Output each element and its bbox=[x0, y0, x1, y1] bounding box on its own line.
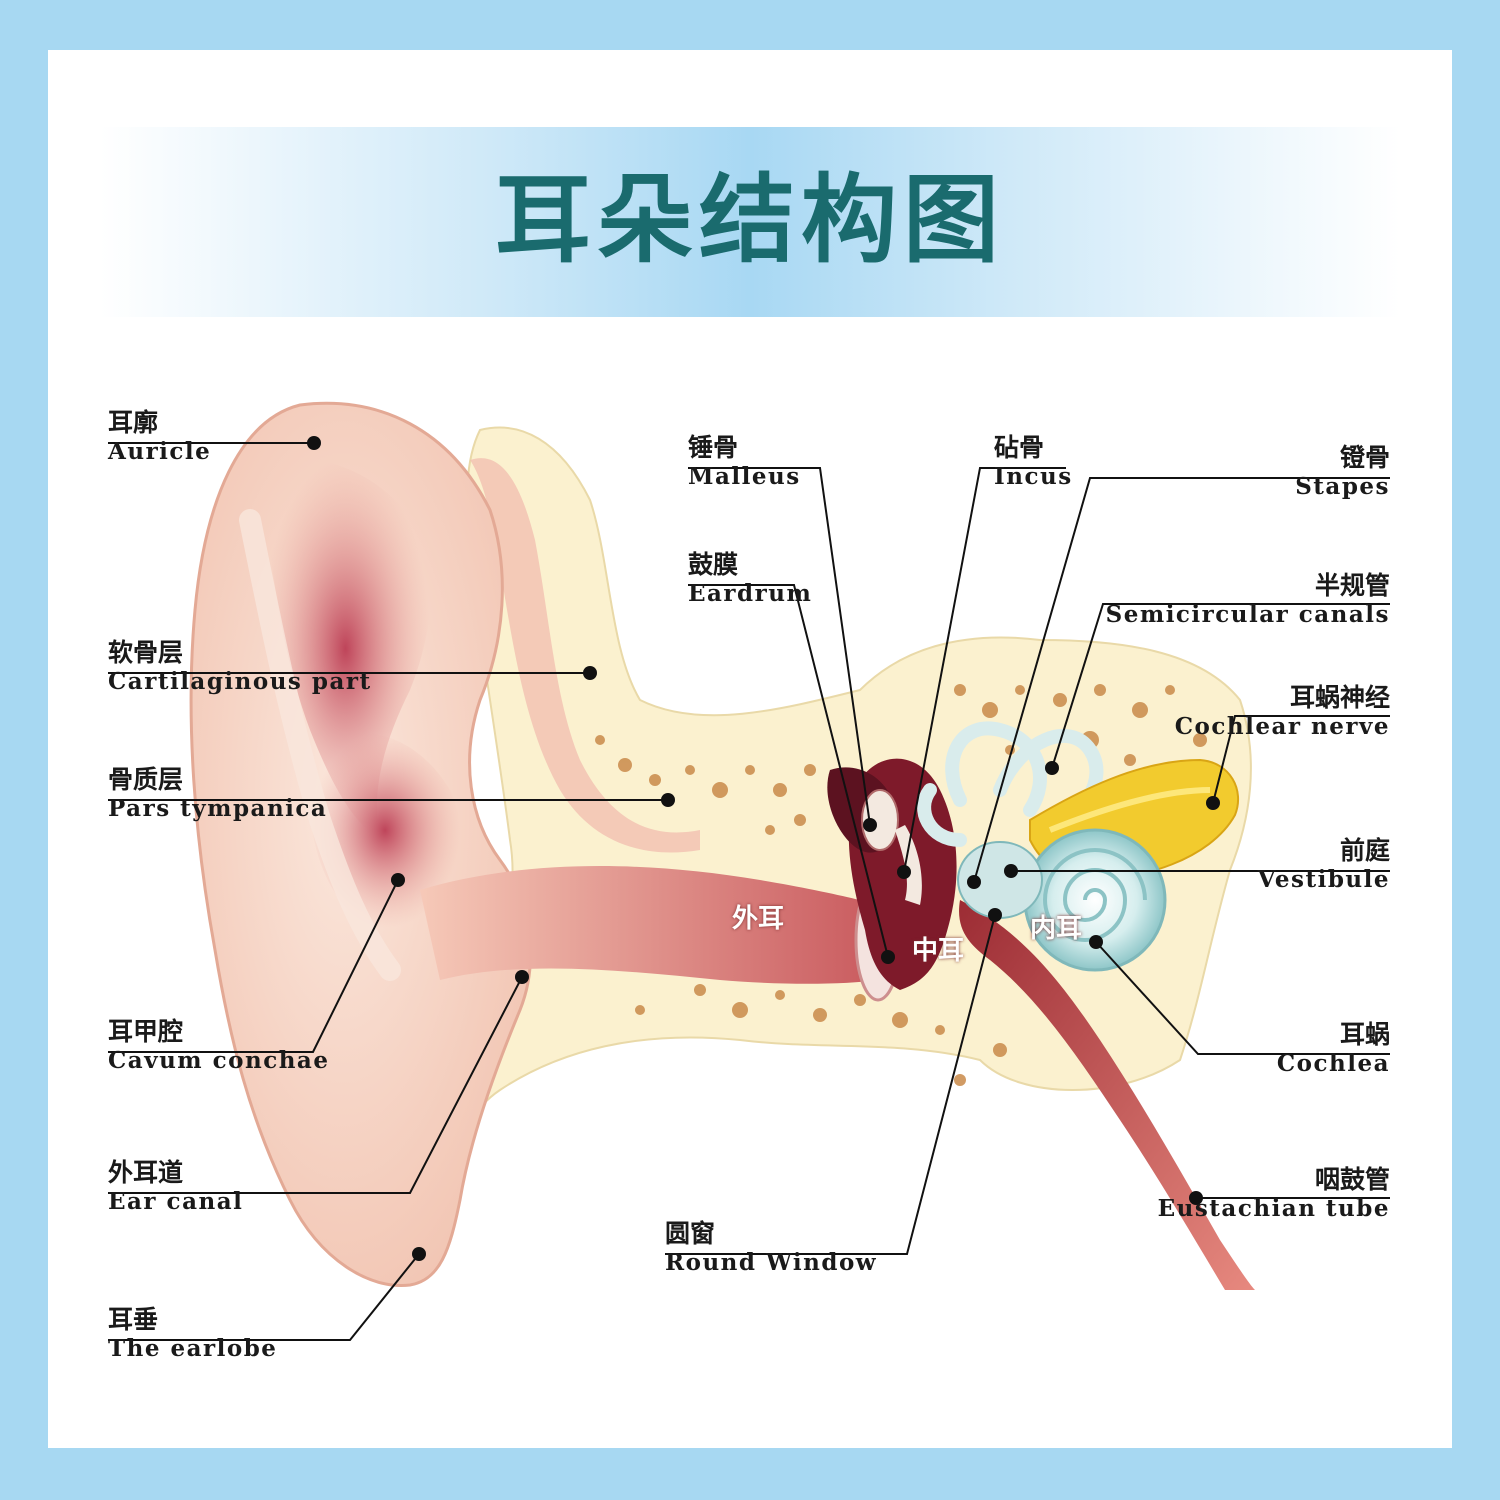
label-incus-zh: 砧骨 bbox=[994, 433, 1045, 462]
label-stapes: 镫骨 Stapes bbox=[1295, 443, 1390, 501]
label-cochlea: 耳蜗 Cochlea bbox=[1277, 1020, 1390, 1078]
label-cartilaginous: 软骨层 Cartilaginous part bbox=[108, 638, 372, 696]
label-cavum-conchae: 耳甲腔 Cavum conchae bbox=[108, 1017, 329, 1075]
malleus-shape bbox=[861, 789, 899, 851]
dot-incus bbox=[897, 865, 911, 879]
dot-auricle bbox=[307, 436, 321, 450]
label-eustachian-zh: 咽鼓管 bbox=[1314, 1165, 1390, 1194]
region-outer-ear: 外耳 bbox=[732, 904, 785, 934]
label-incus: 砧骨 Incus bbox=[994, 433, 1073, 491]
label-pars-tympanica-zh: 骨质层 bbox=[108, 765, 184, 794]
label-vestibule-en: Vestibule bbox=[1257, 866, 1390, 893]
dot-earlobe bbox=[412, 1247, 426, 1261]
label-vestibule-zh: 前庭 bbox=[1339, 836, 1390, 865]
label-pars-tympanica-en: Pars tympanica bbox=[108, 795, 328, 822]
cochlea-shape bbox=[1023, 828, 1167, 972]
auricle-shape bbox=[189, 401, 532, 1288]
label-cochlear-nerve-en: Cochlear nerve bbox=[1174, 713, 1390, 740]
label-earlobe-en: The earlobe bbox=[108, 1335, 278, 1362]
label-eustachian-en: Eustachian tube bbox=[1157, 1195, 1390, 1222]
dot-malleus bbox=[863, 818, 877, 832]
dot-round-window bbox=[988, 908, 1002, 922]
label-eardrum-zh: 鼓膜 bbox=[688, 550, 739, 579]
label-semicircular-en: Semicircular canals bbox=[1105, 601, 1390, 628]
label-semicircular: 半规管 Semicircular canals bbox=[1106, 571, 1390, 629]
pointer-dots bbox=[307, 436, 1220, 1261]
label-stapes-zh: 镫骨 bbox=[1339, 443, 1390, 472]
label-cavum-conchae-en: Cavum conchae bbox=[108, 1047, 330, 1074]
dot-pars-tympanica bbox=[661, 793, 675, 807]
leader-lines bbox=[108, 442, 1390, 1341]
dot-cavum-conchae bbox=[391, 873, 405, 887]
page-title: 耳朵结构图 bbox=[495, 163, 1005, 276]
label-auricle-zh: 耳廓 bbox=[108, 408, 159, 437]
label-earlobe: 耳垂 The earlobe bbox=[108, 1305, 277, 1363]
label-vestibule: 前庭 Vestibule bbox=[1258, 836, 1390, 894]
ear-canal-shape bbox=[420, 866, 880, 984]
label-eardrum-en: Eardrum bbox=[688, 580, 813, 607]
region-middle-ear: 中耳 bbox=[912, 936, 965, 966]
label-cochlear-nerve-zh: 耳蜗神经 bbox=[1289, 683, 1390, 712]
label-eustachian: 咽鼓管 Eustachian tube bbox=[1158, 1165, 1390, 1223]
label-cochlea-en: Cochlea bbox=[1276, 1050, 1390, 1077]
incus-shape bbox=[895, 825, 922, 905]
label-malleus: 锤骨 Malleus bbox=[688, 433, 801, 491]
label-cavum-conchae-zh: 耳甲腔 bbox=[108, 1017, 184, 1046]
dot-cochlea bbox=[1089, 935, 1103, 949]
dot-stapes bbox=[967, 875, 981, 889]
label-ear-canal: 外耳道 Ear canal bbox=[108, 1158, 243, 1216]
dot-eustachian bbox=[1189, 1191, 1203, 1205]
label-auricle: 耳廓 Auricle bbox=[108, 408, 211, 466]
label-round-window: 圆窗 Round Window bbox=[665, 1219, 877, 1277]
label-malleus-zh: 锤骨 bbox=[688, 433, 739, 462]
label-round-window-en: Round Window bbox=[665, 1249, 878, 1276]
region-inner-ear: 内耳 bbox=[1030, 914, 1083, 944]
label-eardrum: 鼓膜 Eardrum bbox=[688, 550, 812, 608]
label-ear-canal-zh: 外耳道 bbox=[108, 1158, 184, 1187]
dot-vestibule bbox=[1004, 864, 1018, 878]
label-cartilaginous-zh: 软骨层 bbox=[108, 638, 184, 667]
dot-ear-canal bbox=[515, 970, 529, 984]
label-malleus-en: Malleus bbox=[688, 463, 801, 490]
label-cochlea-zh: 耳蜗 bbox=[1339, 1020, 1390, 1049]
label-cartilaginous-en: Cartilaginous part bbox=[108, 668, 372, 695]
label-ear-canal-en: Ear canal bbox=[108, 1188, 244, 1215]
label-cochlear-nerve: 耳蜗神经 Cochlear nerve bbox=[1175, 683, 1390, 741]
dot-cartilaginous bbox=[583, 666, 597, 680]
label-stapes-en: Stapes bbox=[1295, 473, 1390, 500]
dot-eardrum bbox=[881, 950, 895, 964]
label-semicircular-zh: 半规管 bbox=[1314, 571, 1390, 600]
label-incus-en: Incus bbox=[994, 463, 1073, 490]
eustachian-tube-shape bbox=[959, 900, 1255, 1290]
title-band bbox=[100, 127, 1400, 317]
dot-cochlear-nerve bbox=[1206, 796, 1220, 810]
dot-semicircular bbox=[1045, 761, 1059, 775]
label-earlobe-zh: 耳垂 bbox=[108, 1305, 159, 1334]
label-auricle-en: Auricle bbox=[108, 438, 212, 465]
label-round-window-zh: 圆窗 bbox=[665, 1219, 716, 1248]
label-pars-tympanica: 骨质层 Pars tympanica bbox=[108, 765, 327, 823]
